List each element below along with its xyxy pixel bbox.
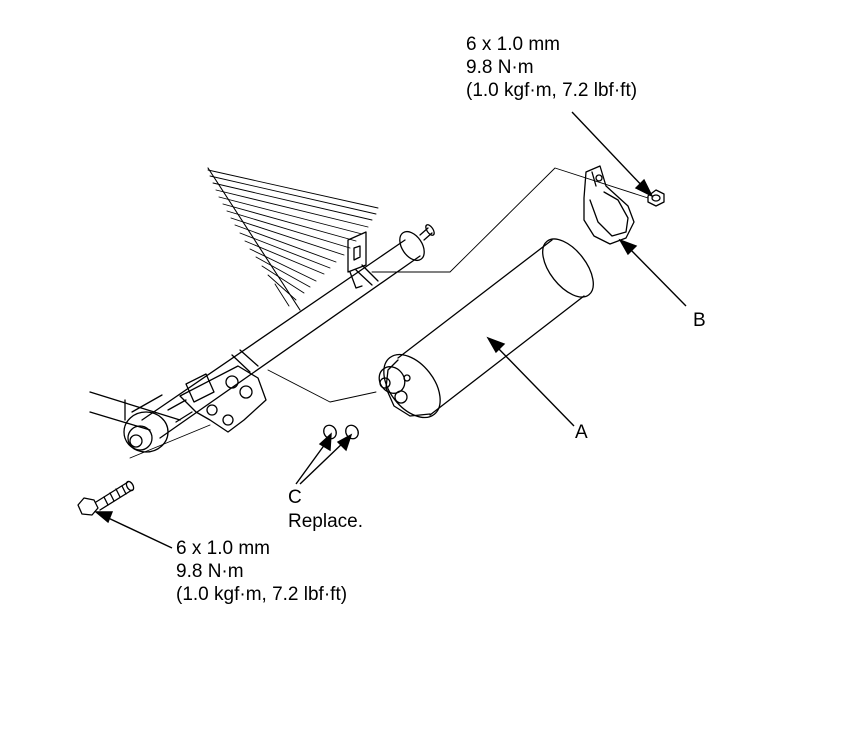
- bolt-bottom: [77, 480, 135, 516]
- receiver-dryer-a: [378, 238, 594, 419]
- spec-bottom-torque-imperial: (1.0 kgf·m, 7.2 lbf·ft): [176, 584, 348, 605]
- replace-note: Replace.: [288, 511, 363, 532]
- callout-label-b: B: [693, 310, 706, 331]
- spec-top-torque-nm: 9.8 N·m: [466, 57, 534, 78]
- condenser-fins: [207, 167, 379, 311]
- clamp-b: [583, 165, 635, 245]
- explode-guides: [129, 167, 649, 459]
- condenser-frame: [89, 391, 181, 431]
- spec-top-bolt-size: 6 x 1.0 mm: [466, 34, 560, 55]
- spec-top-torque-imperial: (1.0 kgf·m, 7.2 lbf·ft): [466, 80, 638, 101]
- tube-bracket: [347, 231, 367, 289]
- condenser-fitting-block: [123, 365, 267, 453]
- spec-bottom-bolt-size: 6 x 1.0 mm: [176, 538, 270, 559]
- callout-label-c: C: [288, 487, 302, 508]
- bolt-top: [647, 189, 665, 207]
- spec-bottom-torque-nm: 9.8 N·m: [176, 561, 244, 582]
- torque-spec-bottom: 6 x 1.0 mm 9.8 N·m (1.0 kgf·m, 7.2 lbf·f…: [176, 537, 347, 606]
- condenser-tube: [141, 224, 435, 439]
- o-rings-c: [323, 424, 359, 440]
- torque-spec-top: 6 x 1.0 mm 9.8 N·m (1.0 kgf·m, 7.2 lbf·f…: [466, 33, 637, 102]
- callout-arrows: [94, 111, 687, 549]
- callout-label-a: A: [575, 422, 588, 443]
